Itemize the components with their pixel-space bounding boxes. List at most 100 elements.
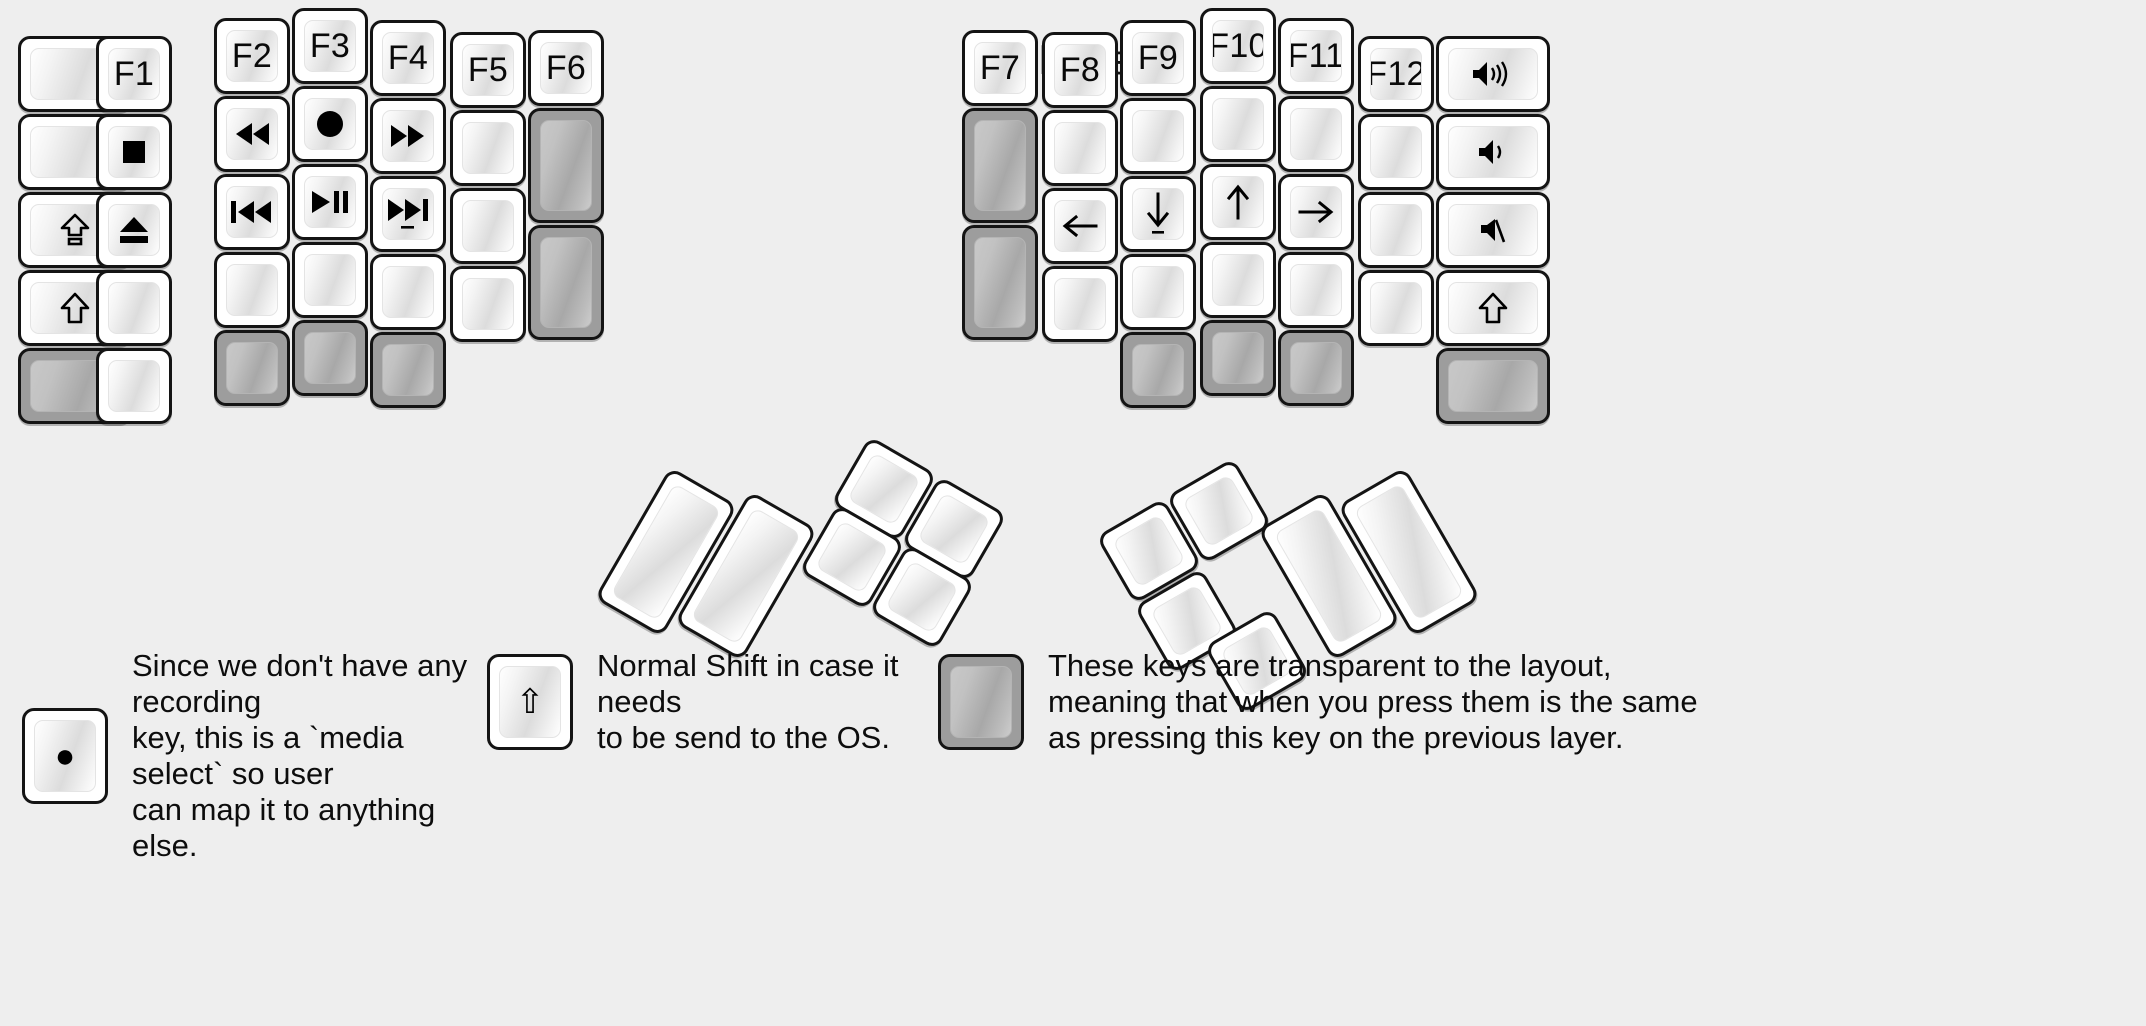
key-right-col-index-inner-1[interactable] (1042, 110, 1118, 186)
key-right-col-pinky-outer-0[interactable] (1436, 36, 1550, 112)
keycap-label: F10 (1213, 27, 1264, 65)
key-right-col-middle-4[interactable] (1200, 320, 1276, 396)
keycap-face (1112, 514, 1186, 588)
key-right-col-pinky-outer-3[interactable] (1436, 270, 1550, 346)
volume-up-icon (1470, 59, 1516, 89)
key-right-col-pinky-2[interactable] (1358, 192, 1434, 268)
key-left-col-index-4[interactable] (370, 332, 446, 408)
key-right-col-index-1[interactable] (1120, 98, 1196, 174)
keycap-face: F10 (1212, 20, 1264, 72)
key-left-col-index-0[interactable]: F4 (370, 20, 446, 96)
keycap-label: F5 (467, 51, 509, 89)
keycap-face (382, 344, 434, 396)
key-left-col-index-1[interactable] (370, 98, 446, 174)
key-left-col-ring-3[interactable] (214, 252, 290, 328)
key-right-col-inner-1[interactable] (962, 108, 1038, 223)
key-right-col-ring-3[interactable] (1278, 252, 1354, 328)
key-left-col-index-inner-0[interactable]: F5 (450, 32, 526, 108)
key-right-col-inner-2[interactable] (962, 225, 1038, 340)
legend-key-transparent[interactable] (938, 653, 1024, 750)
key-left-col-ring-1[interactable] (214, 96, 290, 172)
keycap-face (226, 342, 278, 394)
key-right-col-ring-1[interactable] (1278, 96, 1354, 172)
key-left-col-inner-1[interactable] (528, 108, 604, 223)
keycap-face (1290, 186, 1342, 238)
media-rewind-icon (232, 121, 272, 147)
key-right-col-pinky-0[interactable]: F12 (1358, 36, 1434, 112)
key-right-col-index-3[interactable] (1120, 254, 1196, 330)
legend-item-record: ● Since we don't have any recording key,… (22, 648, 492, 864)
key-right-col-ring-4[interactable] (1278, 330, 1354, 406)
key-left-col-middle-0[interactable]: F3 (292, 8, 368, 84)
keycap-face (1212, 254, 1264, 306)
key-right-col-index-inner-0[interactable]: F8 (1042, 32, 1118, 108)
key-left-col-inner-0[interactable]: F6 (528, 30, 604, 106)
shift-arrow-icon (1478, 292, 1508, 324)
keycap-face (226, 108, 278, 160)
key-right-col-middle-2[interactable] (1200, 164, 1276, 240)
legend-key-shift[interactable]: ⇧ (487, 653, 573, 750)
key-right-col-pinky-1[interactable] (1358, 114, 1434, 190)
key-right-col-middle-3[interactable] (1200, 242, 1276, 318)
key-right-col-pinky-outer-2[interactable] (1436, 192, 1550, 268)
keycap-label: F7 (979, 49, 1021, 87)
keycap-face (462, 122, 514, 174)
key-right-col-middle-1[interactable] (1200, 86, 1276, 162)
key-left-col-index-inner-3[interactable] (450, 266, 526, 342)
key-right-col-pinky-3[interactable] (1358, 270, 1434, 346)
legend-key-record[interactable]: ● (22, 707, 108, 804)
keycap-label: F4 (387, 39, 429, 77)
keycap-face (1290, 108, 1342, 160)
key-left-col-pinky-3[interactable] (96, 270, 172, 346)
key-right-col-ring-2[interactable] (1278, 174, 1354, 250)
key-left-col-inner-2[interactable] (528, 225, 604, 340)
key-left-col-index-2[interactable] (370, 176, 446, 252)
keycap-face: F4 (382, 32, 434, 84)
key-left-col-middle-2[interactable] (292, 164, 368, 240)
keycap-face (1182, 474, 1256, 548)
keycap-face: F1 (108, 48, 160, 100)
key-right-col-index-2[interactable] (1120, 176, 1196, 252)
key-right-col-pinky-outer-4[interactable] (1436, 348, 1550, 424)
keycap-face (382, 188, 434, 240)
key-left-col-ring-2[interactable] (214, 174, 290, 250)
keycap-face: F12 (1370, 48, 1422, 100)
key-left-col-ring-4[interactable] (214, 330, 290, 406)
key-left-col-pinky-2[interactable] (96, 192, 172, 268)
keycap-face: F5 (462, 44, 514, 96)
key-left-col-pinky-4[interactable] (96, 348, 172, 424)
keycap-face: F7 (974, 42, 1026, 94)
key-right-col-index-inner-3[interactable] (1042, 266, 1118, 342)
key-right-col-index-4[interactable] (1120, 332, 1196, 408)
keycap-face (1290, 264, 1342, 316)
key-left-col-pinky-0[interactable]: F1 (96, 36, 172, 112)
key-left-col-pinky-1[interactable] (96, 114, 172, 190)
key-right-col-ring-0[interactable]: F11 (1278, 18, 1354, 94)
key-left-col-index-inner-1[interactable] (450, 110, 526, 186)
key-left-col-index-3[interactable] (370, 254, 446, 330)
keycap-face (108, 204, 160, 256)
key-right-col-index-0[interactable]: F9 (1120, 20, 1196, 96)
media-record-icon (315, 109, 345, 139)
key-left-col-ring-0[interactable]: F2 (214, 18, 290, 94)
keycap-face (1054, 122, 1106, 174)
key-right-col-pinky-outer-1[interactable] (1436, 114, 1550, 190)
keycap-face (304, 98, 356, 150)
key-left-col-middle-3[interactable] (292, 242, 368, 318)
arrow-down-icon (1143, 191, 1173, 237)
key-right-col-middle-0[interactable]: F10 (1200, 8, 1276, 84)
keycap-face (1212, 176, 1264, 228)
key-right-col-inner-0[interactable]: F7 (962, 30, 1038, 106)
keycap-face (1370, 282, 1422, 334)
key-left-col-index-inner-2[interactable] (450, 188, 526, 264)
key-right-col-index-inner-2[interactable] (1042, 188, 1118, 264)
media-eject-icon (118, 215, 150, 245)
keycap-face (885, 560, 959, 634)
media-next-icon (385, 197, 431, 231)
keycap-face (226, 264, 278, 316)
keycap-face (1054, 278, 1106, 330)
key-left-col-middle-4[interactable] (292, 320, 368, 396)
key-left-col-middle-1[interactable] (292, 86, 368, 162)
media-play-pause-icon (309, 189, 351, 215)
